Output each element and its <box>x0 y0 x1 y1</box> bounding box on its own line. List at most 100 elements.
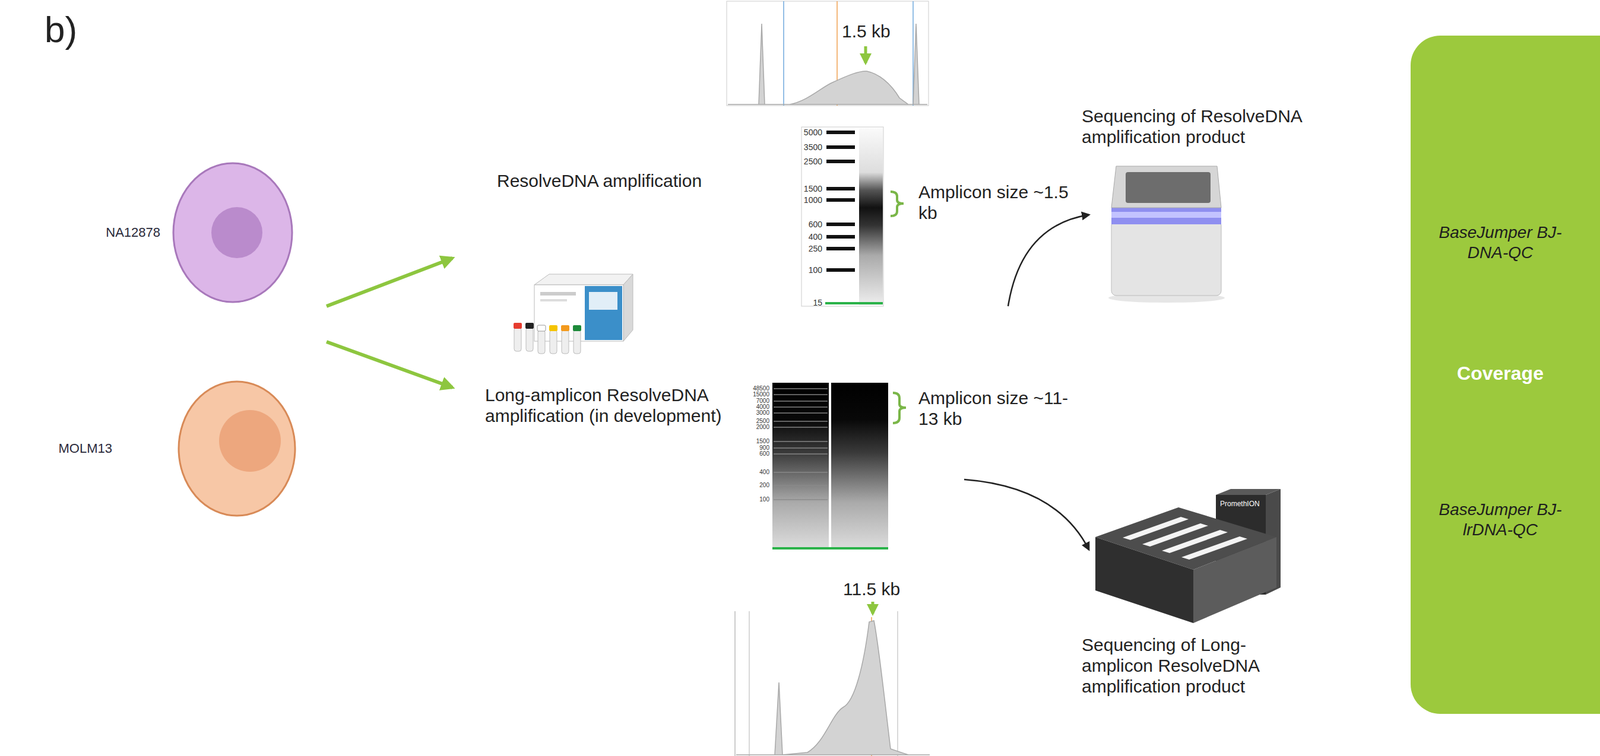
sequencer-illustration <box>1111 166 1222 208</box>
flow-arrow <box>964 479 1089 550</box>
gel-image <box>773 453 828 455</box>
panel-text: BaseJumper BJ-lrDNA-QC <box>1437 499 1563 540</box>
gel-image <box>859 128 883 306</box>
electropherogram <box>726 1 929 106</box>
split-arrow <box>326 341 453 388</box>
gel-image <box>773 400 828 402</box>
ladder-size: 2500 <box>756 418 770 425</box>
kit-illustration <box>549 330 557 354</box>
gel-image <box>825 302 883 305</box>
ladder-size: 250 <box>808 244 823 253</box>
cell-nucleus <box>211 207 263 259</box>
sequencer-illustration <box>1142 523 1209 547</box>
device-label: PromethION <box>1220 499 1260 509</box>
kit-illustration <box>623 274 633 342</box>
kit-illustration <box>534 274 633 285</box>
electropherogram <box>897 611 899 756</box>
gel-image <box>831 382 889 550</box>
electropherogram <box>734 602 930 756</box>
gel-image <box>826 145 855 150</box>
gel-image <box>773 420 828 423</box>
gel-image <box>826 268 855 272</box>
kit-illustration <box>584 286 623 341</box>
ladder-size: 600 <box>759 451 770 458</box>
ladder-size: 3500 <box>803 143 823 152</box>
electropherogram <box>734 611 736 756</box>
method-label: Long-amplicon ResolveDNA amplification (… <box>485 384 782 427</box>
cell: NA12878 <box>11 160 297 306</box>
split-arrow <box>326 258 453 388</box>
cell-label: NA12878 <box>105 225 161 241</box>
cell: MOLM13 <box>11 379 303 520</box>
size-bracket <box>890 191 904 217</box>
electropherogram <box>871 602 875 614</box>
kit-illustration <box>537 325 546 332</box>
gel-image <box>773 471 828 474</box>
gel-image <box>826 159 855 164</box>
ladder-size: 600 <box>808 220 823 229</box>
kit-illustration <box>514 327 522 352</box>
flow-arrow <box>1008 214 1089 307</box>
kit-illustration <box>525 322 534 329</box>
ladder-size: 400 <box>808 232 823 242</box>
ladder-size: 7000 <box>756 398 770 405</box>
amplicon-size: Amplicon size ~11-13 kb <box>918 387 1079 430</box>
ladder-size: 2000 <box>756 424 770 431</box>
sequencing-caption: Sequencing of Long-amplicon ResolveDNA a… <box>1081 634 1284 697</box>
ladder-size: 15000 <box>752 391 770 398</box>
sequencer-illustration <box>1122 517 1189 541</box>
sequencer-illustration <box>1095 537 1194 624</box>
sequencer-illustration <box>1215 489 1281 496</box>
sequencer-illustration <box>1111 211 1222 218</box>
gel-image <box>773 394 828 396</box>
gel-image <box>773 388 828 390</box>
sequencer-illustration <box>1111 207 1222 225</box>
gel-image <box>801 127 884 307</box>
gel-image <box>773 426 828 429</box>
kit-illustration <box>513 322 522 329</box>
ladder-size: 400 <box>759 469 770 476</box>
ladder-size: 2500 <box>803 157 823 166</box>
gel-image <box>773 499 828 501</box>
panel-text: Coverage <box>1437 362 1563 385</box>
ladder-size: 15 <box>812 298 823 307</box>
kit-illustration <box>573 330 581 354</box>
split-arrow <box>326 258 453 307</box>
electropherogram <box>727 23 928 105</box>
ladder-size: 900 <box>759 445 770 452</box>
gel-image <box>826 198 855 202</box>
kit-illustration <box>572 325 582 332</box>
method-label: ResolveDNA amplification <box>496 170 702 192</box>
gel-image <box>772 382 889 550</box>
cell-body <box>178 381 296 516</box>
gel-image <box>773 447 828 449</box>
gel-image <box>826 246 855 251</box>
amplicon-size: Amplicon size ~1.5 kb <box>918 181 1073 224</box>
electropherogram <box>783 1 785 106</box>
cell-nucleus <box>219 410 281 472</box>
electropherogram <box>748 611 750 756</box>
ladder-size: 1000 <box>803 195 823 205</box>
sequencing-caption: Sequencing of ResolveDNA amplification p… <box>1081 105 1355 148</box>
gel-image <box>826 130 855 135</box>
ladder-size: 1500 <box>756 438 770 445</box>
kit-illustration <box>540 292 576 296</box>
ladder-size: 1500 <box>803 184 823 193</box>
ladder-size: 200 <box>759 482 770 489</box>
gel-image <box>826 187 855 191</box>
sequencer-illustration <box>1125 172 1211 204</box>
electropherogram <box>736 621 930 756</box>
gel-image <box>773 406 828 408</box>
sequencer-illustration <box>1161 530 1228 554</box>
gel-image <box>773 388 828 500</box>
kit-illustration <box>513 274 633 354</box>
gel-image <box>772 382 829 550</box>
ladder-size: 4000 <box>756 404 770 411</box>
ladder-size: 100 <box>759 496 770 503</box>
peak-size: 1.5 kb <box>841 20 891 42</box>
ladder-size: 100 <box>808 265 823 275</box>
electropherogram <box>726 1 929 106</box>
kit-illustration <box>549 325 558 332</box>
sequencer-illustration <box>1181 536 1248 560</box>
